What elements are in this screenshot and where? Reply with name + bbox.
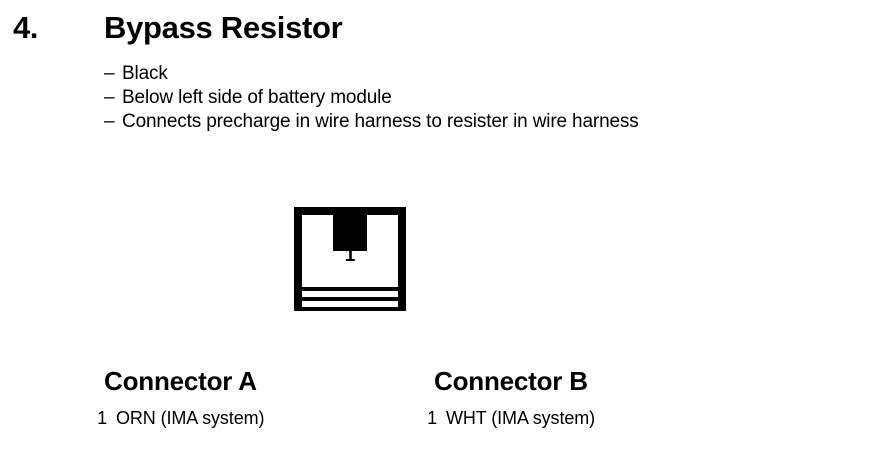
bullet-item: – Black: [104, 62, 864, 86]
pin-row: 1 WHT (IMA system): [413, 407, 595, 429]
dash-bullet-icon: –: [104, 87, 115, 108]
connector-pin-1-label: 1: [344, 245, 356, 266]
connector-b-block: Connector B 1 WHT (IMA system): [427, 366, 595, 429]
pin-number: 1: [97, 408, 107, 428]
connector-b-heading: Connector B: [434, 366, 588, 396]
page-title: Bypass Resistor: [104, 10, 343, 45]
pin-wire-description: WHT (IMA system): [446, 408, 596, 428]
connector-diagram: 1: [294, 207, 406, 311]
connector-cavity: [302, 251, 398, 287]
connector-base-stripe-2: [302, 301, 398, 307]
bullet-text: Connects precharge in wire harness to re…: [122, 111, 639, 132]
bullet-text: Below left side of battery module: [122, 87, 392, 108]
connector-top-notch-left: [302, 215, 333, 251]
dash-bullet-icon: –: [104, 111, 115, 132]
dash-bullet-icon: –: [104, 63, 115, 84]
bullet-item: – Below left side of battery module: [104, 86, 864, 110]
item-number: 4.: [13, 10, 38, 45]
connector-a-heading: Connector A: [104, 366, 257, 396]
bullet-text: Black: [122, 63, 168, 84]
connector-a-block: Connector A 1 ORN (IMA system): [97, 366, 264, 429]
connector-b-pin-list: 1 WHT (IMA system): [427, 407, 595, 429]
pin-row: 1 ORN (IMA system): [83, 407, 264, 429]
description-bullet-list: – Black – Below left side of battery mod…: [104, 62, 864, 134]
pin-wire-description: ORN (IMA system): [116, 408, 265, 428]
bullet-item: – Connects precharge in wire harness to …: [104, 110, 864, 134]
connector-body-shape: [294, 207, 406, 311]
connector-top-notch-right: [367, 215, 398, 251]
connector-a-pin-list: 1 ORN (IMA system): [97, 407, 264, 429]
pin-number: 1: [427, 408, 437, 428]
connector-base-stripe-1: [302, 291, 398, 297]
